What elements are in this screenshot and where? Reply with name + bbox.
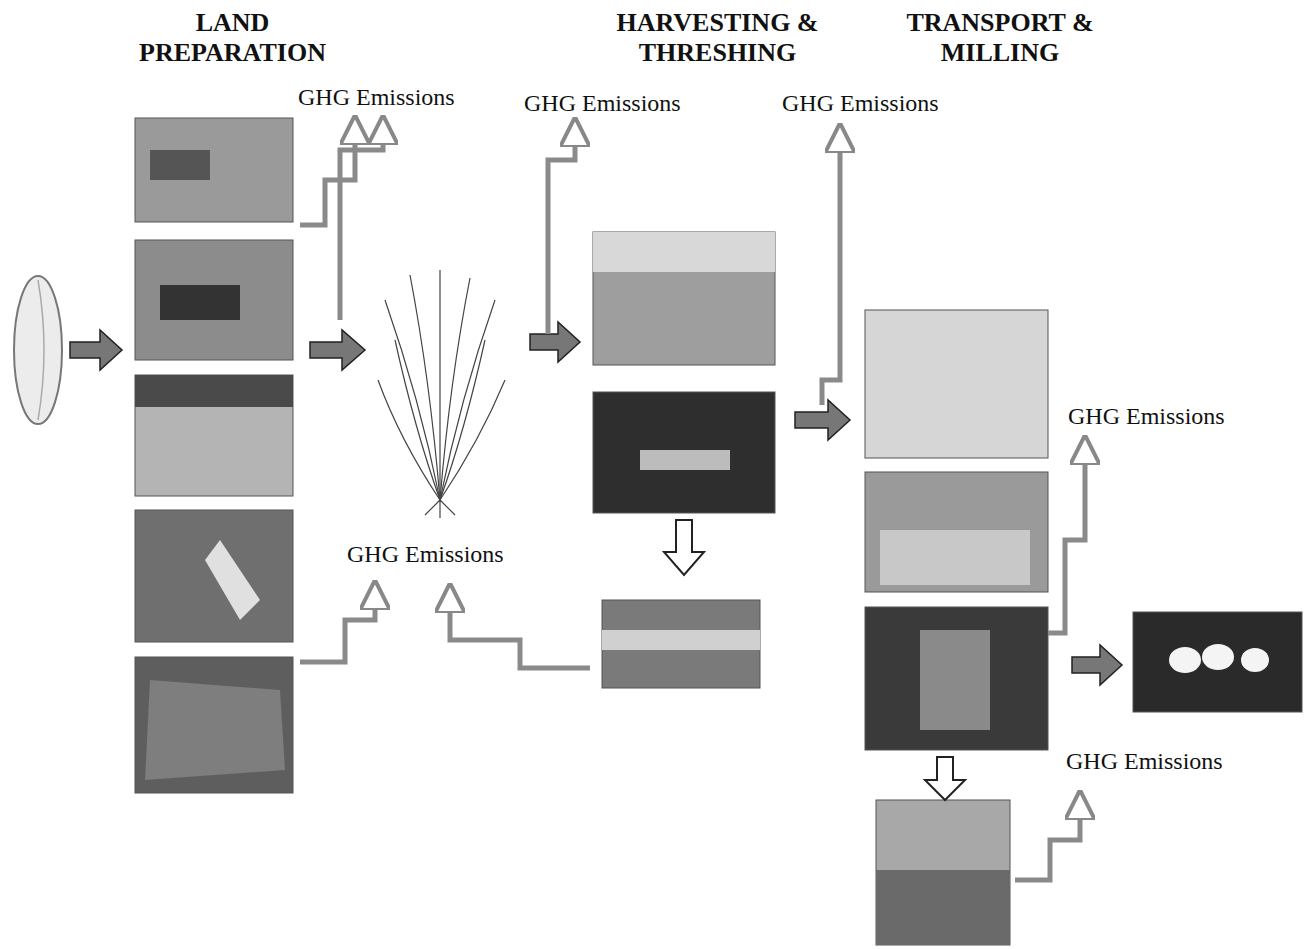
photo [135,118,293,222]
photo [135,240,293,360]
emission-label: GHG Emissions [782,90,939,118]
down-arrow [925,757,965,800]
milled-rice [1169,647,1201,673]
photo [135,657,293,793]
photo-detail [205,540,260,620]
photo [876,800,1010,945]
milled-rice [1202,644,1234,670]
rice-grain [14,276,62,424]
photo-detail [640,450,730,470]
flow-arrow [1072,645,1122,685]
photo [865,472,1048,592]
photo [865,607,1048,750]
ghg-arrow [1015,805,1080,880]
photo-detail [876,870,1010,945]
ghg-arrows [300,130,1085,880]
milling-photos [865,310,1302,945]
photo-detail [145,680,285,780]
rice-plant [378,270,505,518]
photo-detail [880,530,1030,585]
emission-label: GHG Emissions [347,541,504,569]
ghg-arrow [1048,450,1085,633]
photo-detail [135,375,293,407]
flow-arrow [70,330,122,370]
ghg-arrow [300,130,355,225]
photo-detail [593,232,775,272]
stage-heading: LAND PREPARATION [115,8,350,68]
photo-detail [150,150,210,180]
ghg-arrow [450,598,590,668]
stage-heading: HARVESTING & THRESHING [585,8,850,68]
emission-label: GHG Emissions [524,90,681,118]
photo-detail [602,630,760,650]
land-photos [135,118,293,793]
emission-label: GHG Emissions [1066,748,1223,776]
down-arrow [664,520,704,575]
flow-arrow [530,322,580,362]
photo [602,600,760,688]
ghg-arrow [340,130,383,320]
flow-arrows [70,322,1122,685]
grain-line [38,280,44,420]
ghg-arrow [548,132,575,334]
emission-label: GHG Emissions [298,84,455,112]
milled-rice [1241,648,1269,672]
photo [135,375,293,496]
flow-arrow [795,400,850,440]
stage-heading: TRANSPORT & MILLING [880,8,1120,68]
photo-detail [160,285,240,320]
photo-detail [920,630,990,730]
photo [865,310,1048,458]
down-arrows [664,520,965,800]
ghg-arrow [300,595,375,662]
photo [593,232,775,365]
photo [593,392,775,513]
photo [135,510,293,642]
harvest-photos [593,232,775,688]
emission-label: GHG Emissions [1068,403,1225,431]
photo [1133,612,1302,712]
ghg-arrow [822,138,840,405]
flow-arrow [310,330,365,370]
